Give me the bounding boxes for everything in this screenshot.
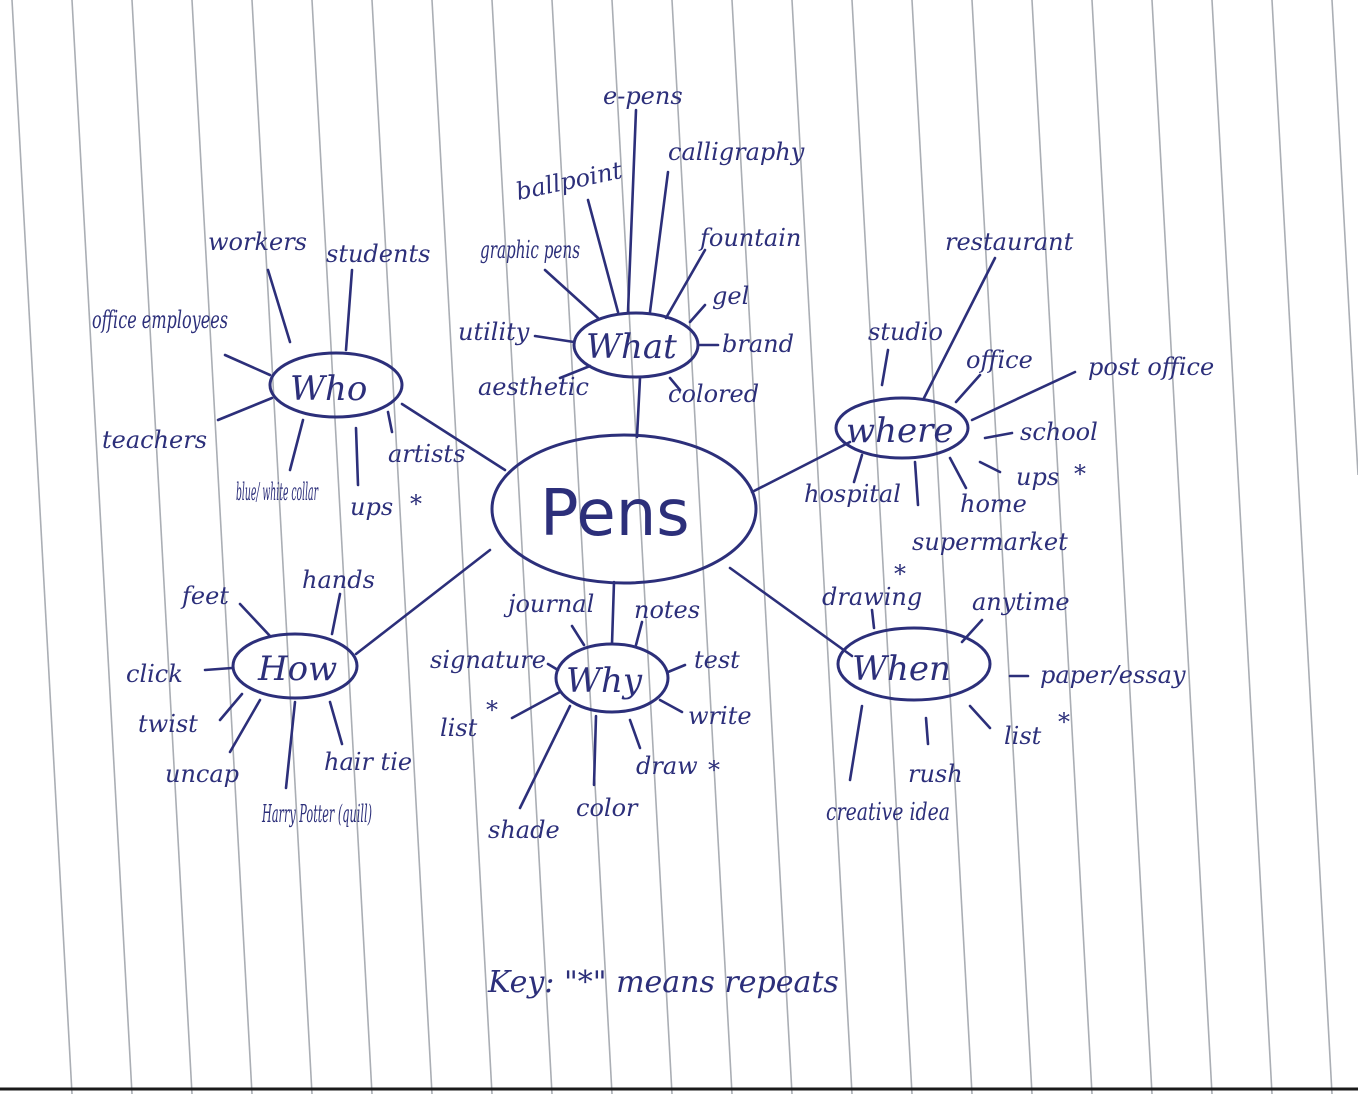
when-item-creative-idea: creative idea (826, 798, 950, 826)
how-item-hair-tie: hair tie (324, 748, 412, 776)
who-item-office-employees: office employees (92, 306, 228, 334)
why-node (554, 642, 670, 714)
where-item-ups: ups (1016, 463, 1059, 491)
where-item-supermarket: supermarket (912, 528, 1068, 556)
where-item-studio: studio (868, 318, 943, 346)
why-item-test: test (694, 646, 740, 674)
why-item-color: color (576, 794, 639, 822)
who-cluster: Who workers students office employees te… (92, 228, 465, 521)
when-item-drawing: drawing (822, 583, 922, 611)
legend-key: Key: "*" means repeats (487, 965, 839, 1000)
when-item-rush: rush (908, 760, 963, 788)
repeat-mark: * (708, 756, 720, 784)
main-branches (354, 376, 854, 658)
repeat-mark: * (894, 560, 906, 588)
who-label: Who (290, 369, 367, 409)
what-item-fountain: fountain (698, 224, 801, 252)
when-node (836, 626, 992, 702)
why-item-write: write (688, 702, 752, 730)
center-label: Pens (540, 477, 690, 551)
where-cluster: where restaurant studio office post offi… (804, 228, 1214, 556)
how-item-uncap: uncap (165, 760, 239, 788)
how-item-click: click (126, 660, 183, 688)
what-label: What (586, 327, 677, 367)
why-label: Why (566, 661, 643, 701)
when-cluster: When * drawing anytime paper/essay list … (822, 560, 1186, 826)
branch-how (354, 548, 492, 656)
repeat-mark: * (410, 490, 422, 518)
why-item-draw: draw (636, 752, 698, 780)
why-item-shade: shade (488, 816, 560, 844)
when-item-paper-essay: paper/essay (1040, 661, 1186, 689)
what-item-e-pens: e-pens (603, 82, 683, 110)
who-node (268, 351, 404, 419)
repeat-mark: * (486, 696, 498, 724)
why-cluster: Why journal notes signature test list * … (430, 590, 752, 844)
what-item-colored: colored (668, 380, 759, 408)
what-item-ballpoint: ballpoint (513, 156, 624, 206)
branch-what (635, 376, 642, 439)
how-item-hands: hands (302, 566, 375, 594)
branch-where (750, 440, 852, 494)
how-cluster: How feet hands click twist uncap Harry P… (126, 566, 412, 828)
who-item-students: students (326, 240, 430, 268)
when-item-anytime: anytime (972, 588, 1070, 616)
where-item-post-office: post office (1088, 353, 1214, 381)
branch-when (728, 566, 854, 658)
what-item-brand: brand (722, 330, 794, 358)
where-item-restaurant: restaurant (945, 228, 1074, 256)
who-item-workers: workers (208, 228, 307, 256)
where-item-office: office (966, 346, 1033, 374)
when-item-list: list (1004, 722, 1042, 750)
what-item-graphic-pens: graphic pens (480, 236, 580, 264)
how-label: How (257, 649, 337, 689)
where-label: where (846, 411, 954, 451)
where-node (834, 396, 970, 460)
how-node (231, 632, 359, 700)
how-item-feet: feet (180, 582, 229, 610)
center-node (490, 433, 758, 585)
repeat-mark: * (1074, 460, 1086, 488)
branch-who (400, 402, 507, 472)
why-item-journal: journal (503, 590, 594, 618)
what-item-aesthetic: aesthetic (478, 373, 589, 401)
who-item-teachers: teachers (102, 426, 207, 454)
who-item-collar: blue/ white collar (236, 478, 319, 506)
what-cluster: What e-pens ballpoint calligraphy graphi… (458, 82, 805, 408)
when-label: When (852, 649, 951, 689)
why-item-notes: notes (634, 596, 700, 624)
what-item-calligraphy: calligraphy (668, 138, 805, 166)
who-item-artists: artists (388, 440, 465, 468)
where-item-school: school (1020, 418, 1098, 446)
why-item-signature: signature (430, 646, 546, 674)
who-item-ups: ups (350, 493, 393, 521)
branch-why (610, 580, 616, 646)
how-item-twist: twist (138, 710, 198, 738)
where-item-hospital: hospital (804, 480, 901, 508)
how-item-harry-potter: Harry Potter (quill) (262, 800, 372, 828)
why-item-list: list (440, 714, 478, 742)
repeat-mark: * (1058, 708, 1070, 736)
what-item-utility: utility (458, 318, 530, 346)
what-item-gel: gel (712, 282, 749, 310)
what-node (572, 311, 700, 379)
where-item-home: home (960, 490, 1027, 518)
